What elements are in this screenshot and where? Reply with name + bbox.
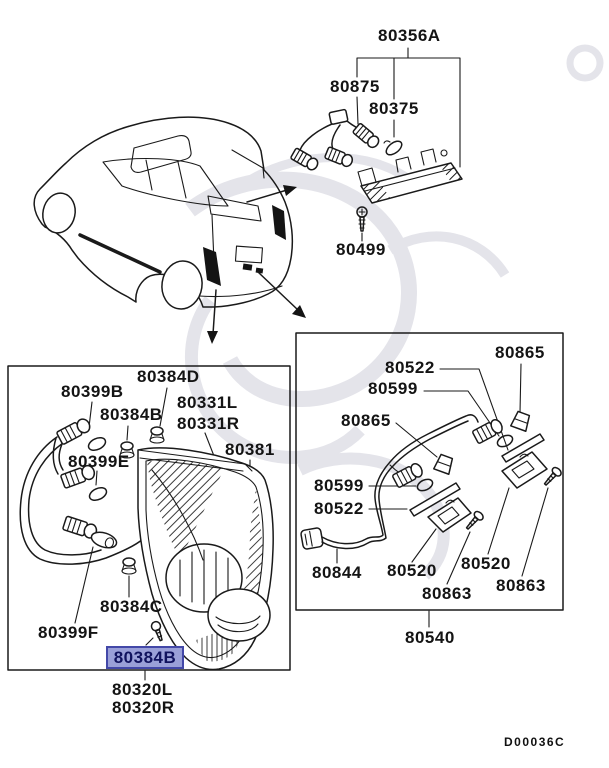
part-label-80875[interactable]: 80875 <box>330 77 380 96</box>
part-label-80499[interactable]: 80499 <box>336 240 386 259</box>
part-label-80320R[interactable]: 80320R <box>112 698 175 717</box>
screw-80863-left <box>465 510 484 530</box>
tail-lamp-box-illustration <box>7 365 291 681</box>
part-label-80844[interactable]: 80844 <box>312 563 362 582</box>
part-label-80863-left[interactable]: 80863 <box>422 584 472 603</box>
part-label-80356A[interactable]: 80356A <box>378 26 441 45</box>
part-label-80865-mid[interactable]: 80865 <box>341 411 391 430</box>
grommet-80384D <box>149 426 165 444</box>
part-label-80320L[interactable]: 80320L <box>112 680 173 699</box>
part-label-80599-low[interactable]: 80599 <box>314 476 364 495</box>
socket-80865-mid <box>432 453 454 476</box>
part-label-80331L[interactable]: 80331L <box>177 393 238 412</box>
screw-80499 <box>356 206 368 242</box>
part-label-80399F[interactable]: 80399F <box>38 623 99 642</box>
part-label-80520-left[interactable]: 80520 <box>387 561 437 580</box>
part-label-80331R[interactable]: 80331R <box>177 414 240 433</box>
grommet-80384C <box>121 557 137 575</box>
part-label-80399E[interactable]: 80399E <box>68 452 130 471</box>
screw-80384B-selected <box>150 620 163 642</box>
part-label-80599-top[interactable]: 80599 <box>368 379 418 398</box>
lamp-housing-left <box>427 497 472 533</box>
part-label-80522-top[interactable]: 80522 <box>385 358 435 377</box>
grommet-80384B <box>119 441 135 459</box>
selected-part-label-80384B[interactable]: 80384B <box>106 646 184 669</box>
part-label-80520-right[interactable]: 80520 <box>461 554 511 573</box>
part-label-80865-right[interactable]: 80865 <box>495 343 545 362</box>
part-label-80375[interactable]: 80375 <box>369 99 419 118</box>
pointer-arrows <box>207 185 306 344</box>
part-label-80384D[interactable]: 80384D <box>137 367 200 386</box>
diagram-code: D00036C <box>504 735 566 749</box>
lamp-housing-right <box>501 451 548 489</box>
part-label-80384C[interactable]: 80384C <box>100 597 163 616</box>
license-lamp-box-illustration <box>295 332 564 628</box>
part-label-80399B[interactable]: 80399B <box>61 382 124 401</box>
socket-80865-right <box>509 410 531 433</box>
part-label-80863-right[interactable]: 80863 <box>496 576 546 595</box>
car-illustration <box>33 116 294 310</box>
high-mount-stop-lamp-illustration <box>290 47 463 242</box>
part-label-80384B-top[interactable]: 80384B <box>100 405 163 424</box>
part-label-80522-low[interactable]: 80522 <box>314 499 364 518</box>
part-label-80540[interactable]: 80540 <box>405 628 455 647</box>
screw-80863-right <box>543 466 562 486</box>
part-label-80381[interactable]: 80381 <box>225 440 275 459</box>
